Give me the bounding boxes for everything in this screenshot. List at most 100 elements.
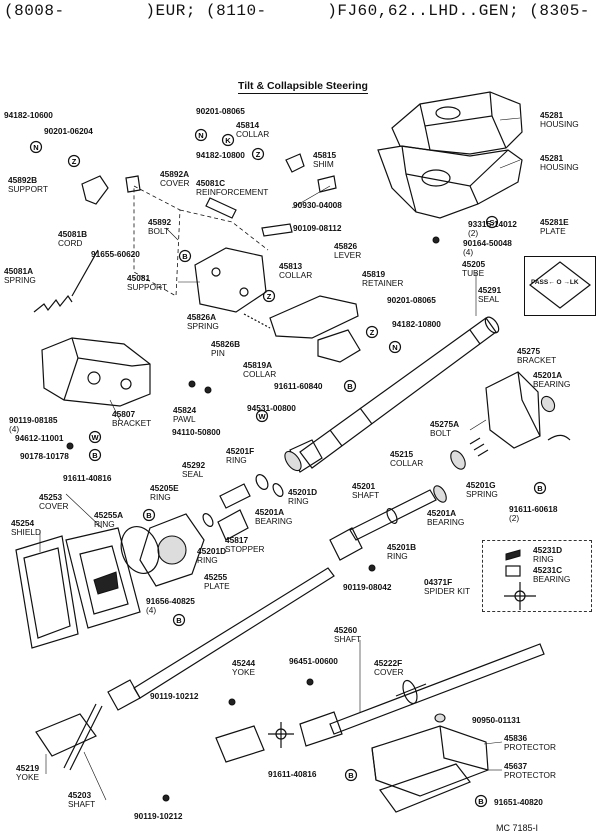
part-name: SPRING bbox=[187, 321, 219, 332]
part-name: PIN bbox=[211, 348, 225, 359]
part-number: 45815 bbox=[313, 150, 337, 160]
callout-circle bbox=[88, 430, 102, 444]
part-number: 45275 bbox=[517, 346, 541, 356]
callout-letter: B bbox=[176, 616, 182, 625]
part-label: 90930-04008 bbox=[293, 200, 342, 210]
callout-circle bbox=[221, 133, 235, 147]
intermediate-shaft-drawing bbox=[107, 567, 335, 711]
part-label: 90119-08042 bbox=[343, 582, 392, 592]
part-name: BOLT bbox=[148, 226, 170, 237]
part-label: 90201-08065 bbox=[196, 106, 245, 116]
part-number: 91611-40816 bbox=[268, 769, 317, 779]
part-name: YOKE bbox=[16, 772, 40, 783]
part-label: 94110-50800 bbox=[172, 427, 220, 437]
part-name: RING bbox=[226, 455, 247, 466]
figure-code: MC 7185-I bbox=[496, 823, 539, 833]
part-number: 45201A bbox=[533, 370, 563, 380]
callout-b-marker: B bbox=[172, 613, 186, 627]
callout-letter: B bbox=[478, 797, 484, 806]
callout-z-marker: Z bbox=[67, 154, 81, 168]
part-name: HOUSING bbox=[540, 119, 579, 130]
part-name: LEVER bbox=[334, 250, 362, 261]
callout-letter: B bbox=[348, 771, 354, 780]
spider-kit-box bbox=[482, 540, 592, 612]
spider-kit-drawing bbox=[504, 549, 536, 610]
part-number: 45201G bbox=[466, 480, 496, 490]
callout-circle bbox=[485, 215, 499, 229]
callout-b-marker: B bbox=[344, 768, 358, 782]
part-name: COVER bbox=[160, 178, 190, 189]
part-number: 90119-10212 bbox=[150, 691, 199, 701]
part-number: 45231C bbox=[533, 565, 563, 575]
part-number: 90201-08065 bbox=[387, 295, 436, 305]
yoke-drawing bbox=[35, 703, 294, 771]
part-number: 45819A bbox=[243, 360, 273, 370]
part-number: 45201D bbox=[197, 546, 227, 556]
part-number: 94182-10800 bbox=[392, 319, 441, 329]
part-number: 45201A bbox=[427, 508, 457, 518]
part-label: 94182-10600 bbox=[4, 110, 53, 120]
part-label: 90201-06204 bbox=[44, 126, 93, 136]
part-number: 45231D bbox=[533, 545, 563, 555]
housing-upper-drawing bbox=[391, 91, 523, 155]
callout-n-marker: N bbox=[194, 128, 208, 142]
part-number: 45254 bbox=[11, 518, 35, 528]
callout-b-marker: B bbox=[533, 481, 547, 495]
callout-letter: B bbox=[92, 451, 98, 460]
part-number: 90930-04008 bbox=[293, 200, 342, 210]
dashed-guide-a bbox=[179, 209, 269, 251]
part-number: 90178-10178 bbox=[20, 451, 69, 461]
part-name: COLLAR bbox=[236, 129, 270, 140]
part-number: 90119-08042 bbox=[343, 582, 392, 592]
part-name: SHAFT bbox=[334, 634, 362, 645]
part-name: TUBE bbox=[462, 268, 485, 279]
part-number: 45205E bbox=[150, 483, 179, 493]
part-label: 93315-14012(2) bbox=[468, 219, 517, 238]
rings-drawing bbox=[202, 474, 284, 541]
part-name: (4) bbox=[463, 247, 474, 258]
leader-lines bbox=[39, 117, 521, 801]
callout-n-marker: N bbox=[29, 140, 43, 154]
callout-letter: B bbox=[537, 484, 543, 493]
part-number: 45836 bbox=[504, 733, 528, 743]
part-number: 45826B bbox=[211, 339, 241, 349]
callout-circle bbox=[388, 340, 402, 354]
part-name: BOLT bbox=[430, 428, 452, 439]
protector-drawing bbox=[371, 713, 489, 813]
part-name: RING bbox=[387, 551, 408, 562]
support-drawing bbox=[81, 175, 141, 205]
callout-z-marker: Z bbox=[262, 289, 276, 303]
callout-letter: B bbox=[347, 382, 353, 391]
part-number: 45637 bbox=[504, 761, 528, 771]
part-number: 45281 bbox=[540, 110, 564, 120]
callout-letter: N bbox=[33, 143, 38, 152]
part-number: 45892 bbox=[148, 217, 172, 227]
part-label: 90164-50048(4) bbox=[463, 238, 512, 258]
part-number: 94182-10800 bbox=[196, 150, 245, 160]
callout-circle bbox=[29, 140, 43, 154]
applicability-header: (8008- )EUR; (8110- )FJ60,62..LHD..GEN; … bbox=[4, 2, 590, 20]
part-name: SHIELD bbox=[11, 527, 41, 538]
part-number: 45203 bbox=[68, 790, 92, 800]
part-number: 45807 bbox=[112, 409, 136, 419]
callout-circle bbox=[178, 249, 192, 263]
part-number: 45292 bbox=[182, 460, 206, 470]
part-number: 45219 bbox=[16, 763, 40, 773]
part-label: 91656-40825(4) bbox=[146, 596, 195, 615]
part-label: 90109-08112 bbox=[293, 223, 341, 233]
